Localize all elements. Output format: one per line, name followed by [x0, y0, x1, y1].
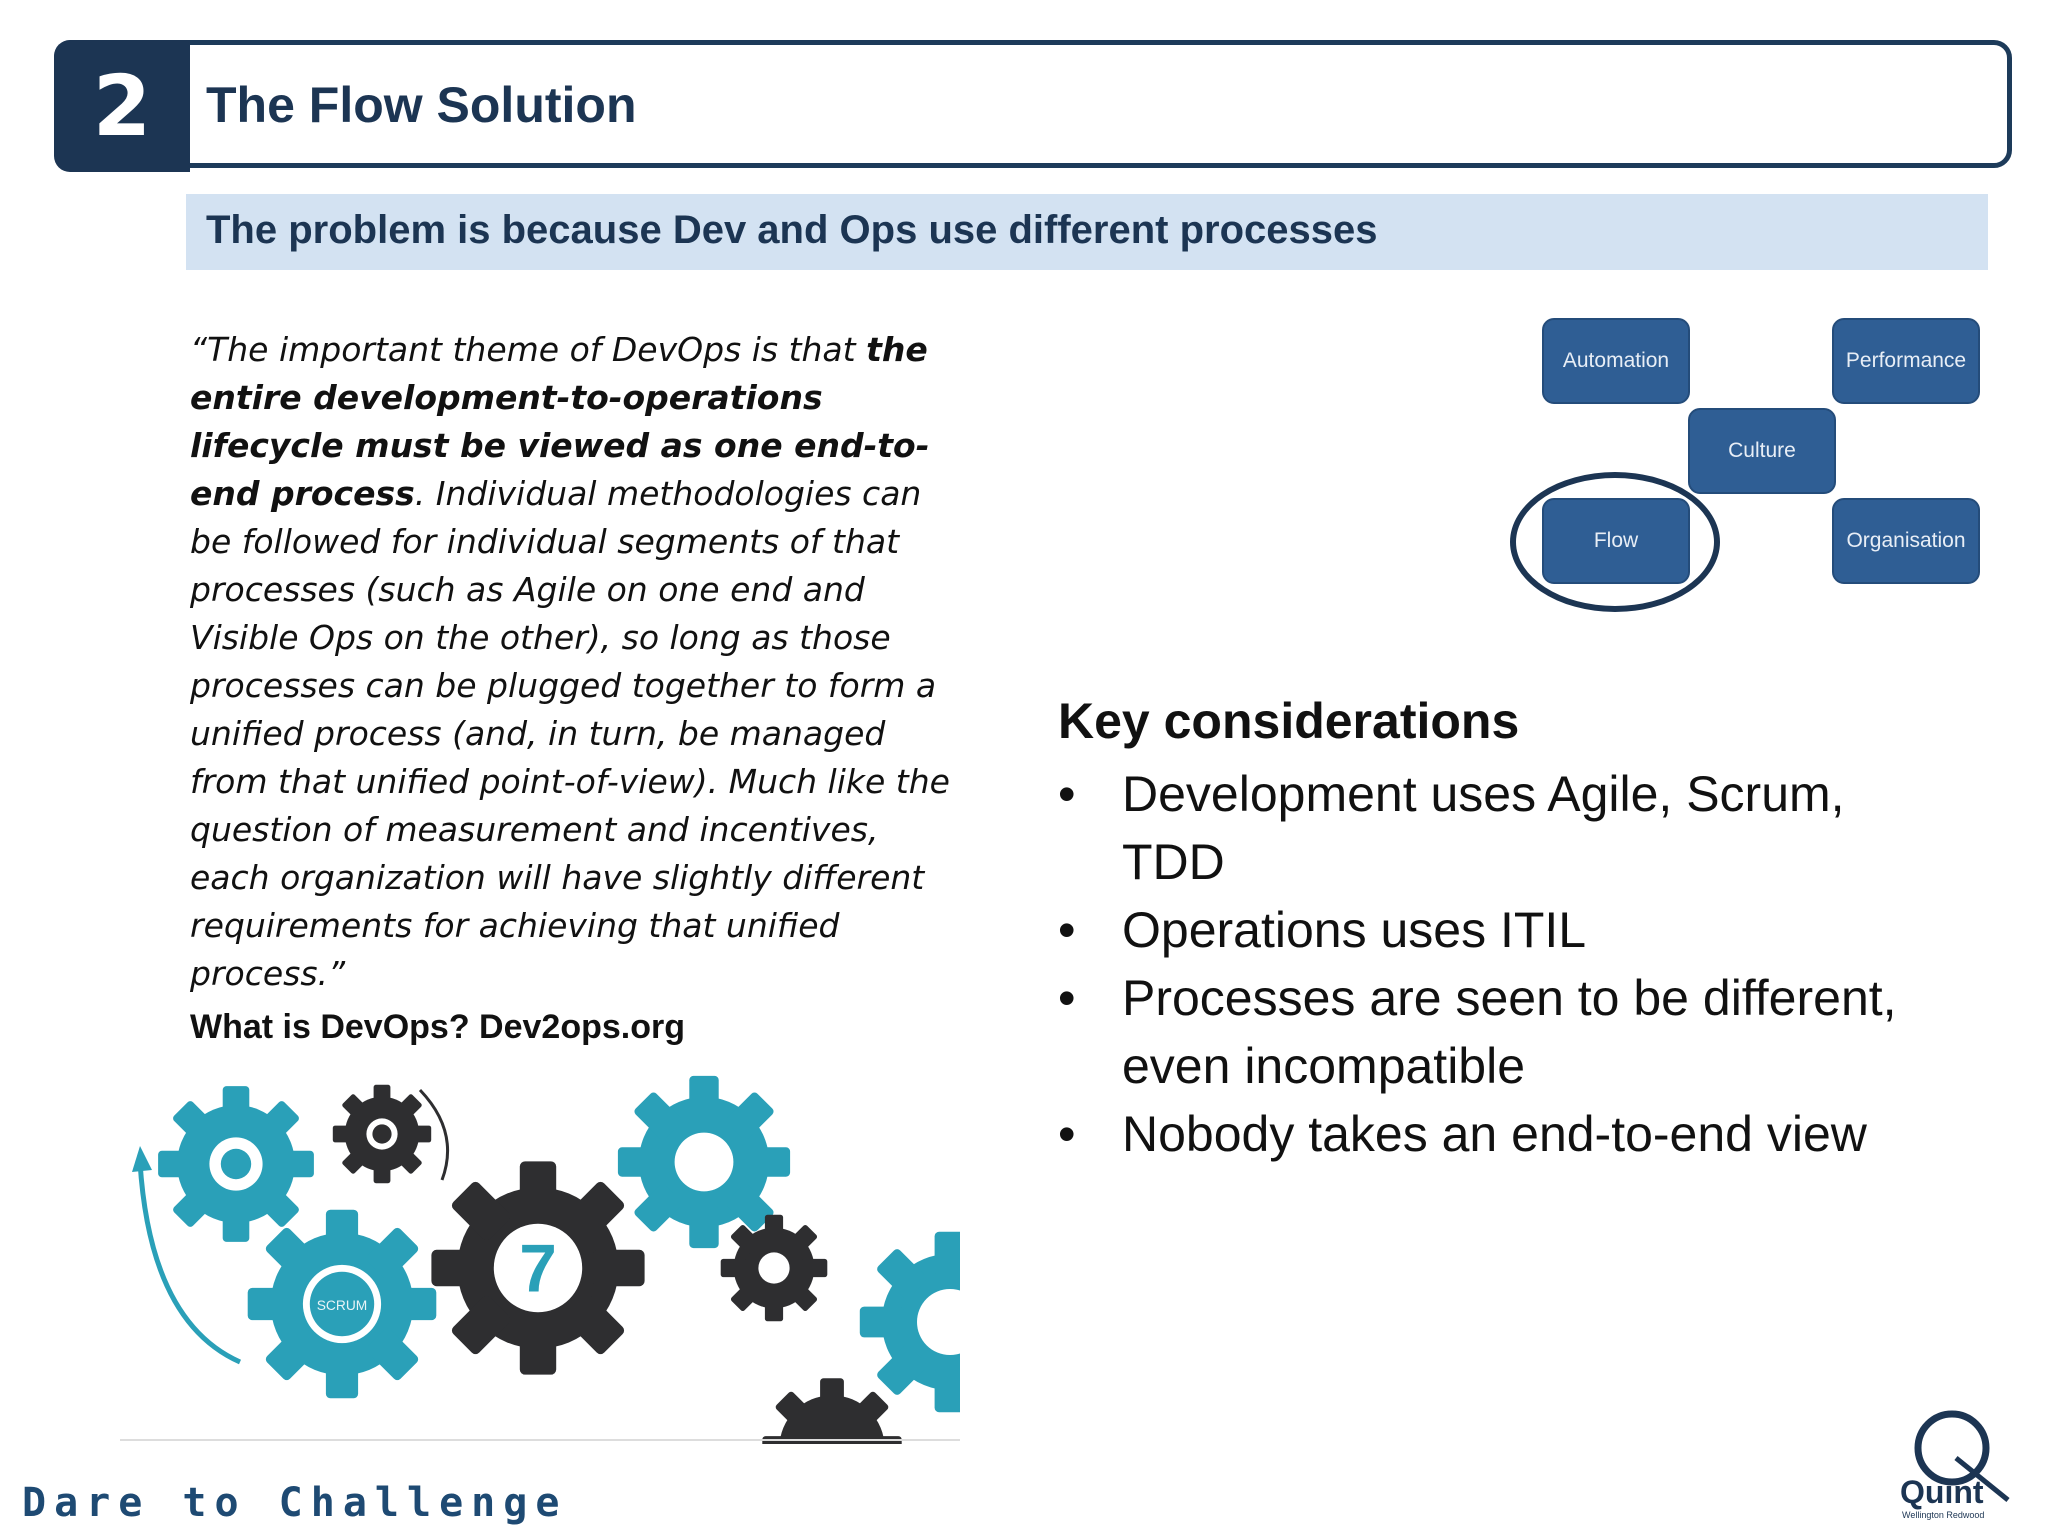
logo-subtitle: Wellington Redwood — [1902, 1510, 1985, 1520]
header-frame — [54, 40, 2012, 168]
organisation-node: Organisation — [1832, 498, 1980, 584]
scrum-label: SCRUM — [317, 1298, 368, 1313]
dark-gear-right-icon — [720, 1214, 828, 1322]
quint-logo-icon — [1914, 1410, 2010, 1502]
flow-highlight-ring — [1510, 472, 1720, 612]
quote-source: What is DevOps? Dev2ops.org — [190, 1008, 685, 1046]
performance-node: Performance — [1832, 318, 1980, 404]
bullet: • — [1058, 766, 1076, 822]
dark-gear-bottom-icon — [762, 1378, 902, 1444]
list-item-text: Nobody takes an end-to-end view — [1122, 1106, 1867, 1162]
devops-quote: “The important theme of DevOps is that t… — [190, 326, 950, 998]
dark-gear-small-icon — [332, 1084, 432, 1184]
tagline: Dare to Challenge — [22, 1480, 568, 1526]
quote-rest: . Individual methodologies can be follow… — [190, 474, 950, 993]
list-item: • Development uses Agile, Scrum, TDD — [1058, 760, 1918, 896]
dark-curve-arrow-icon — [418, 1088, 450, 1181]
teal-gear-icon — [158, 1086, 314, 1242]
teal-gear-scrum-icon: SCRUM — [247, 1209, 437, 1399]
subtitle-text: The problem is because Dev and Ops use d… — [206, 208, 1378, 252]
culture-node: Culture — [1688, 408, 1836, 494]
seven-label: 7 — [519, 1231, 557, 1306]
key-considerations-list: • Development uses Agile, Scrum, TDD • Ope… — [1058, 760, 1918, 1168]
list-item: • Processes are seen to be different, eve… — [1058, 964, 1918, 1100]
list-item-text: Development uses Agile, Scrum, TDD — [1122, 766, 1845, 890]
logo-name: Quint — [1900, 1474, 1984, 1510]
subtitle-band — [186, 194, 1988, 270]
list-item-text: Operations uses ITIL — [1122, 902, 1587, 958]
bullet: • — [1058, 970, 1076, 1026]
page-title: The Flow Solution — [206, 77, 637, 133]
list-item: • Operations uses ITIL — [1058, 896, 1918, 964]
quote-bold-text: the entire development-to-operations lif… — [190, 330, 930, 513]
quote-open: “The important theme of DevOps is that — [190, 330, 867, 369]
bullet: • — [1058, 1106, 1076, 1162]
bullet: • — [1058, 902, 1076, 958]
dark-gear-large-icon: 7 — [431, 1161, 645, 1375]
teal-gear-edge-icon — [859, 1231, 960, 1413]
gears-illustration: SCRUM 7 — [120, 1075, 960, 1444]
arrow-head-icon — [132, 1146, 152, 1172]
automation-node: Automation — [1542, 318, 1690, 404]
section-number-badge: 2 — [54, 40, 190, 172]
list-item-text: Processes are seen to be different, even… — [1122, 970, 1897, 1094]
list-item: • Nobody takes an end-to-end view — [1058, 1100, 1918, 1168]
curved-arrow-icon — [137, 1161, 242, 1365]
key-considerations-heading: Key considerations — [1058, 693, 1520, 749]
teal-gear-top-icon — [617, 1075, 791, 1249]
